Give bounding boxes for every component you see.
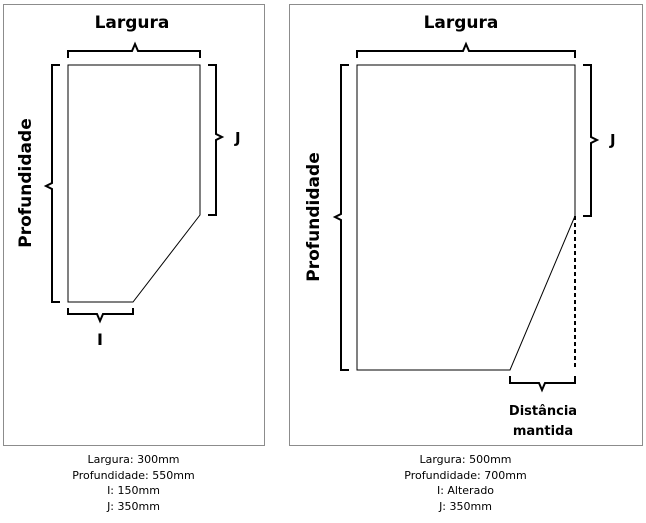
left-i-brace <box>67 308 134 324</box>
left-depth-label: Profundidade <box>16 118 36 247</box>
right-depth-label: Profundidade <box>304 152 324 281</box>
right-panel-frame <box>289 4 643 446</box>
right-shape-outline <box>356 64 576 371</box>
right-caption-depth: Profundidade: 700mm <box>404 468 527 482</box>
left-caption: Largura: 300mm Profundidade: 550mm I: 15… <box>3 452 264 514</box>
right-caption-i: I: Alterado <box>436 484 495 497</box>
left-panel-frame <box>3 4 265 446</box>
left-caption-depth: Profundidade: 550mm <box>72 468 195 482</box>
right-width-label: Largura <box>424 13 499 33</box>
left-depth-brace <box>43 64 60 303</box>
right-kept-distance-label-line2: mantida <box>513 424 573 439</box>
left-shape-outline <box>67 64 201 303</box>
left-width-brace <box>67 41 201 58</box>
right-kept-distance-label-line1: Distância <box>509 404 577 419</box>
right-caption-width: Largura: 500mm <box>419 453 512 466</box>
right-width-brace <box>356 41 576 58</box>
left-caption-j: J: 350mm <box>107 499 160 513</box>
right-kept-distance-brace <box>509 376 576 393</box>
left-caption-i: I: 150mm <box>107 484 160 497</box>
left-i-label: I <box>97 330 103 349</box>
right-caption: Largura: 500mm Profundidade: 700mm I: Al… <box>289 452 642 514</box>
right-j-brace <box>583 64 600 217</box>
left-caption-width: Largura: 300mm <box>87 453 180 466</box>
right-j-label: J <box>609 131 616 149</box>
right-caption-j: J: 350mm <box>439 499 492 513</box>
left-j-brace <box>208 64 225 216</box>
left-width-label: Largura <box>95 13 170 33</box>
left-j-label: J <box>234 129 241 147</box>
right-depth-brace <box>332 64 349 371</box>
